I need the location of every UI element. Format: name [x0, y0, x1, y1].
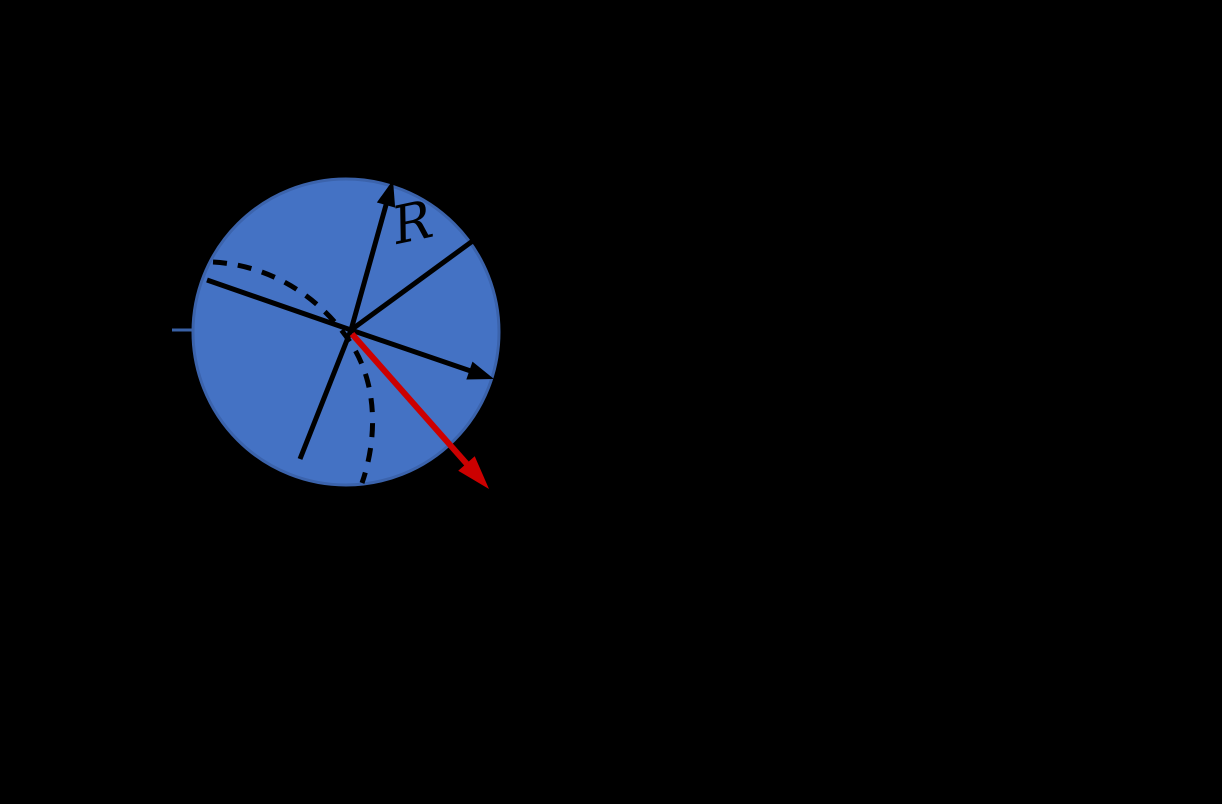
red-arrow-shaft: [349, 332, 475, 472]
axis-up-right: [348, 187, 394, 331]
red-arrow-head: [458, 456, 489, 489]
axis-down-left: [297, 329, 354, 460]
radius-line: [349, 237, 476, 333]
axis-left-up: [206, 277, 352, 333]
red-direction-arrow: [349, 332, 489, 489]
axis-lines-group: [206, 180, 494, 460]
axis-right-down: [350, 327, 487, 379]
axis-up-right-arrowhead: [376, 180, 396, 208]
axis-right-down-arrowhead: [466, 361, 494, 380]
